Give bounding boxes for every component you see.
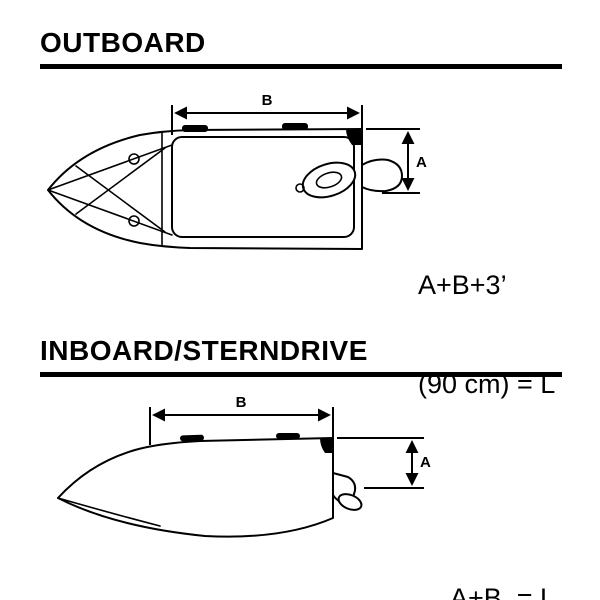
sterndrive-divider — [40, 372, 562, 377]
outboard-motor-cowl-inner — [315, 171, 343, 189]
bow-frame-lines — [47, 132, 173, 246]
outboard-boat-illustration: B A — [47, 92, 427, 250]
dim-a-label: A — [416, 154, 427, 171]
cleat — [180, 434, 204, 442]
cleat — [276, 433, 300, 439]
transom-corner — [346, 129, 362, 145]
outboard-divider — [40, 64, 562, 69]
dim-b-label: B — [236, 394, 247, 411]
sterndrive-boat-illustration: B A — [57, 394, 431, 538]
transom-corner — [320, 438, 333, 453]
bow-fitting — [128, 215, 140, 227]
steering-fitting — [295, 183, 305, 193]
dim-a-label: A — [420, 454, 431, 471]
sterndrive-formula-line1: A+B = L — [450, 583, 556, 600]
dim-b-witness-lines — [171, 105, 363, 135]
cockpit-outline — [171, 136, 355, 238]
outboard-formula-line1: A+B+3’ — [418, 270, 507, 300]
cleat — [182, 125, 208, 132]
dim-a-witness-lines — [366, 128, 420, 194]
dim-b-witness-lines — [149, 407, 334, 445]
cleat — [282, 123, 308, 130]
dim-b-label: B — [262, 92, 273, 109]
sterndrive-prop-housing — [337, 493, 363, 511]
hull-side-view — [57, 437, 334, 538]
sterndrive-title: INBOARD/STERNDRIVE — [40, 335, 368, 366]
bow-fitting — [128, 153, 140, 165]
outboard-title: OUTBOARD — [40, 27, 206, 58]
outboard-motor-pod — [361, 158, 403, 193]
sterndrive-formula: A+B = L — [450, 516, 555, 600]
chine-line — [57, 497, 161, 527]
dim-a-witness-lines — [337, 437, 424, 489]
